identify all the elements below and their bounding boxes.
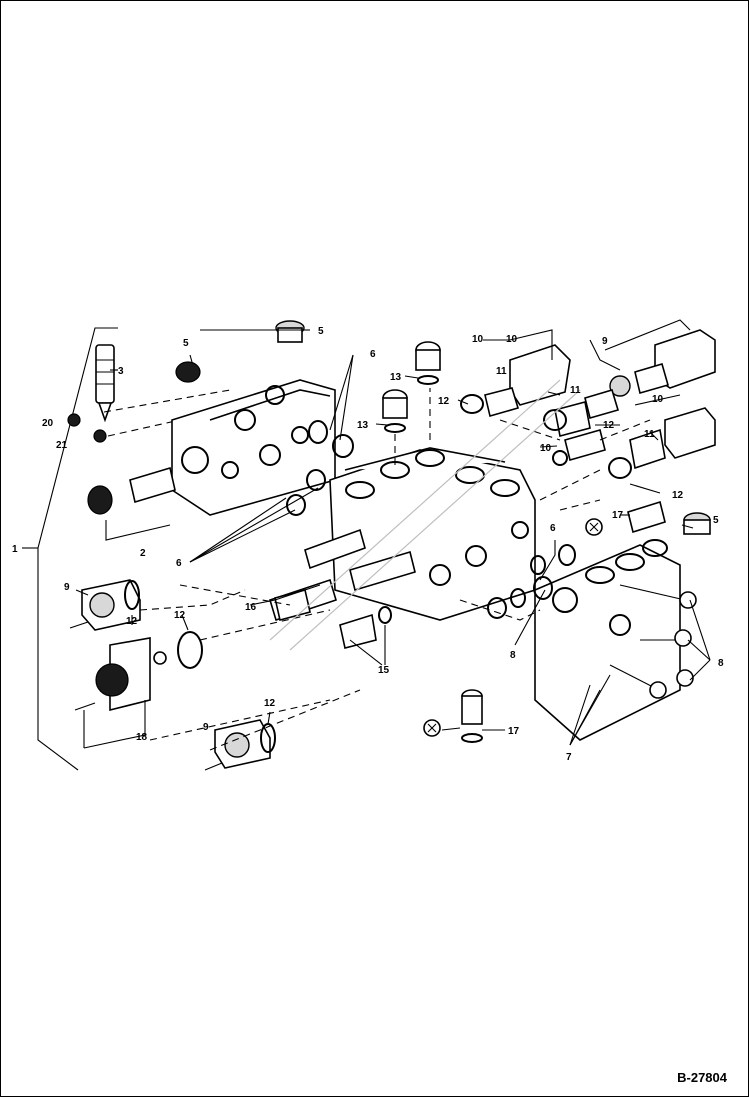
callout-12-e: 12	[126, 616, 138, 627]
callout-5-top: 5	[318, 326, 324, 337]
plug-20	[67, 413, 81, 427]
plug-13-lower	[382, 389, 408, 433]
tie-rods	[609, 584, 697, 699]
callout-2: 2	[140, 548, 146, 559]
inlet-section	[171, 379, 336, 516]
callout-20: 20	[42, 418, 54, 429]
callout-6-top: 6	[370, 349, 376, 360]
callout-18: 18	[136, 732, 148, 743]
callout-7: 7	[566, 752, 572, 763]
plug-5-left	[175, 361, 201, 383]
callout-5-left: 5	[183, 338, 189, 349]
callout-13-a: 13	[390, 372, 402, 383]
callout-12-d: 12	[174, 610, 186, 621]
callout-8-mid: 8	[510, 650, 516, 661]
callouts: 1 2 3 5 5 5 6 6 6 7 8 8 9 9 9 10 10 10 1…	[12, 326, 724, 763]
callout-12-b: 12	[603, 420, 615, 431]
callout-17-bottom: 17	[508, 726, 520, 737]
plug-5-top	[275, 320, 305, 343]
cap-assembly-mid-right	[564, 407, 716, 470]
callout-10-c: 10	[652, 394, 664, 405]
ring-21	[93, 429, 107, 443]
callout-10-a: 10	[472, 334, 484, 345]
callout-10-d: 10	[540, 443, 552, 454]
cap-9-left	[69, 579, 141, 631]
callout-17-right: 17	[612, 510, 624, 521]
plug-13-upper	[415, 341, 441, 385]
plug-17-right	[585, 500, 666, 536]
cap-9-bottom	[204, 719, 276, 771]
drawing-number: B-27804	[677, 1070, 727, 1085]
cap-18-left	[74, 631, 203, 712]
plug-17-bottom	[423, 689, 483, 743]
callout-9-top: 9	[602, 336, 608, 347]
callout-5-right: 5	[713, 515, 719, 526]
relief-cartridge	[95, 344, 115, 423]
plug-5-right	[683, 512, 711, 535]
leader-lines	[75, 319, 711, 749]
callout-11-b: 11	[570, 385, 581, 396]
cap-assembly-top-right	[554, 329, 716, 437]
callout-11-c: 11	[644, 429, 655, 440]
outlet-section	[534, 539, 681, 741]
callout-1: 1	[12, 544, 18, 555]
callout-6-left: 6	[176, 558, 182, 569]
callout-12-a: 12	[438, 396, 450, 407]
poppet-15	[339, 606, 392, 649]
watermark	[269, 379, 581, 651]
callout-16: 16	[245, 602, 257, 613]
callout-12-c: 12	[672, 490, 684, 501]
o-rings	[286, 394, 632, 619]
callout-10-b: 10	[506, 334, 518, 345]
spring-poppet-2	[87, 466, 176, 515]
callout-21: 21	[56, 440, 68, 451]
top-middle-cap	[484, 344, 571, 417]
callout-15: 15	[378, 665, 390, 676]
callout-9-left: 9	[64, 582, 70, 593]
callout-8-right: 8	[718, 658, 724, 669]
explosion-lines	[139, 388, 651, 751]
callout-9-bottom: 9	[203, 722, 209, 733]
callout-6-right: 6	[550, 523, 556, 534]
callout-13-b: 13	[357, 420, 369, 431]
callout-3: 3	[118, 366, 124, 377]
callout-11-a: 11	[496, 366, 507, 377]
callout-12-f: 12	[264, 698, 276, 709]
